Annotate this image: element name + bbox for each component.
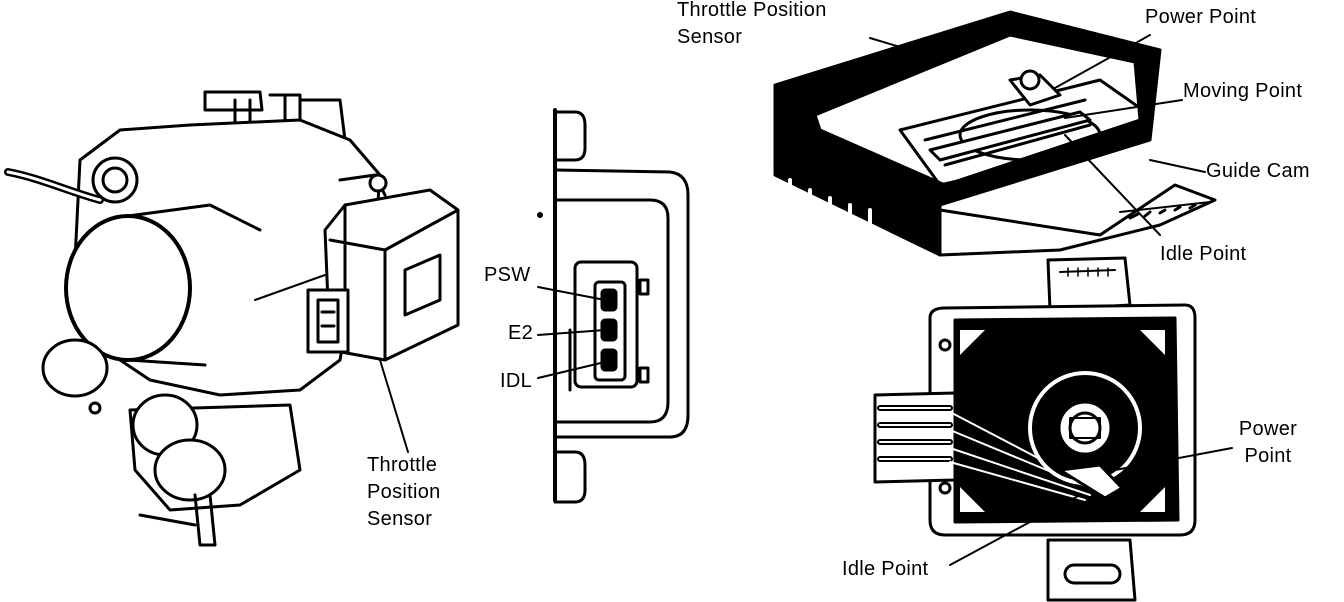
label-throttle-position-sensor-top-1: Throttle Position [677, 0, 827, 21]
label-power-point-right-1: Power [1238, 418, 1298, 440]
label-throttle-position-sensor-left-2: Position [367, 481, 441, 503]
label-throttle-position-sensor-top-2: Sensor [677, 26, 743, 48]
sensor-face-diagram [873, 256, 1233, 602]
sensor-internal-diagram [773, 10, 1217, 257]
label-idle-point-top: Idle Point [1160, 243, 1247, 265]
label-e2: E2 [508, 322, 534, 344]
label-moving-point: Moving Point [1183, 80, 1303, 102]
label-throttle-position-sensor-left-1: Throttle [367, 454, 438, 476]
connector-pin-diagram [537, 108, 690, 504]
throttle-body-drawing [4, 90, 460, 547]
label-guide-cam: Guide Cam [1206, 160, 1310, 182]
label-idle-point-bottom: Idle Point [842, 558, 929, 580]
label-psw: PSW [484, 264, 531, 286]
label-power-point-top: Power Point [1145, 6, 1257, 28]
label-idl: IDL [500, 370, 533, 392]
label-throttle-position-sensor-left-3: Sensor [367, 508, 433, 530]
label-power-point-right-2: Point [1244, 445, 1292, 467]
